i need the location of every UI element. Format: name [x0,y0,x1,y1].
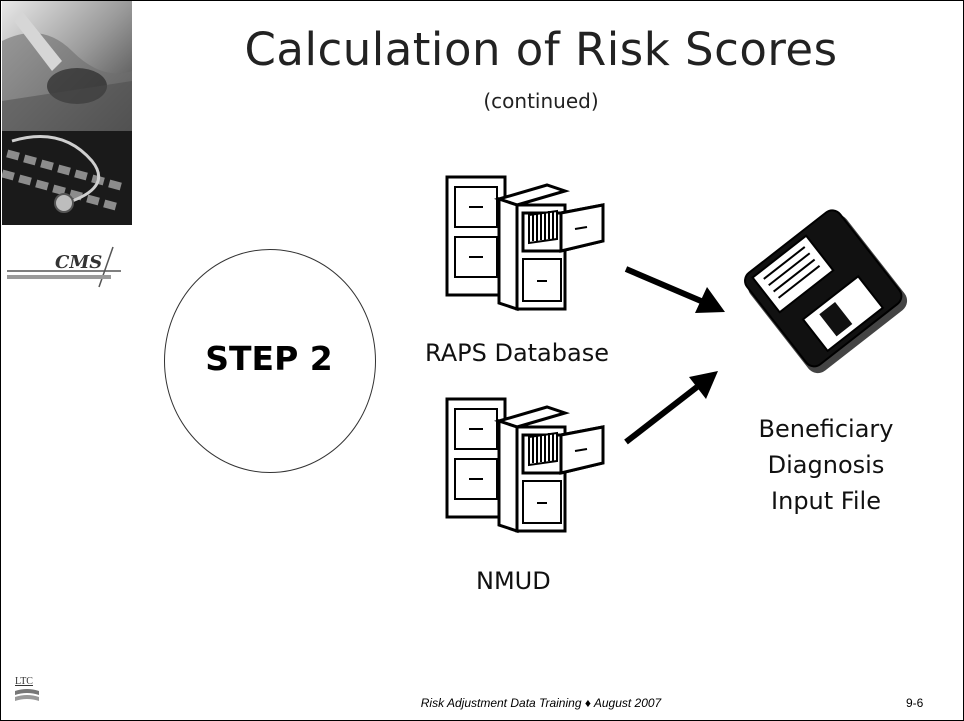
beneficiary-diagnosis-input-file-label: Beneficiary Diagnosis Input File [701,411,951,519]
nmud-file-cabinet-icon [445,397,605,533]
target-label-line-3: Input File [771,487,881,515]
raps-file-cabinet-icon [445,175,605,311]
stethoscope-keyboard-photo [2,131,132,225]
arrow-raps-to-file-icon [624,266,725,313]
medical-photo-writing [2,1,132,131]
page-number: 9-6 [906,696,924,710]
step-label: STEP 2 [205,339,333,378]
slide-title: Calculation of Risk Scores [244,23,838,76]
slide-subtitle: (continued) [483,89,599,113]
target-label-line-2: Diagnosis [767,451,885,479]
floppy-disk-icon [744,209,908,374]
ltc-logo: LTC [15,677,39,707]
raps-database-label: RAPS Database [425,339,609,367]
target-label-line-1: Beneficiary [758,415,894,443]
arrow-nmud-to-file-icon [624,371,718,445]
svg-text:CMS: CMS [55,252,102,273]
cms-logo: CMS [3,243,131,289]
step-circle [164,249,376,473]
footer-text: Risk Adjustment Data Training ♦ August 2… [420,696,662,710]
nmud-label: NMUD [476,567,551,595]
